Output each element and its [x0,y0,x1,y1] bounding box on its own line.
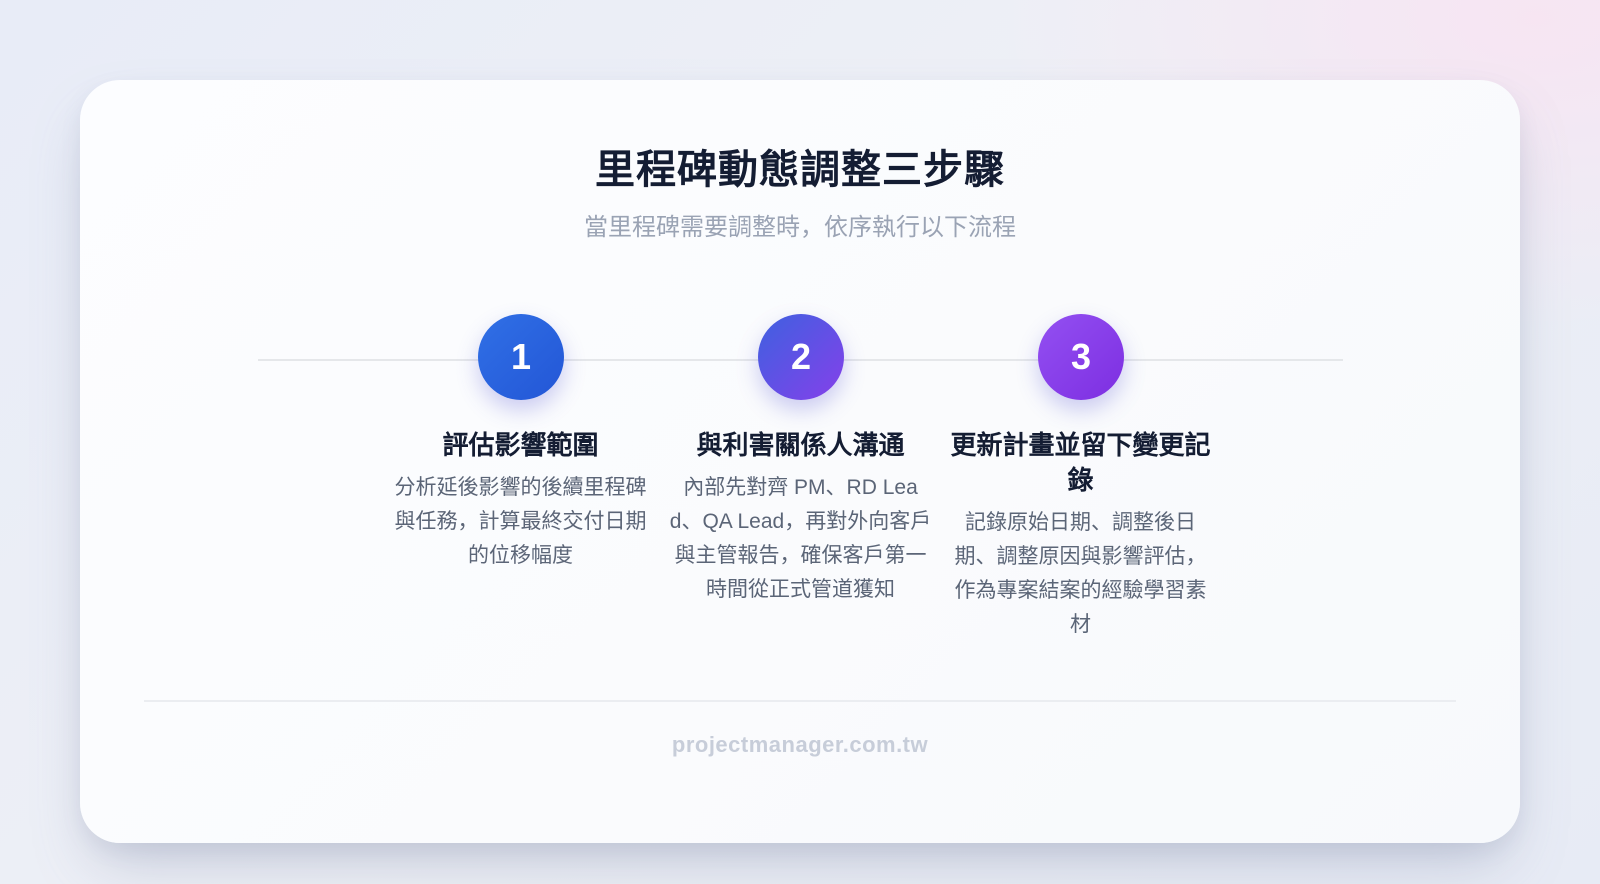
infographic-card: 里程碑動態調整三步驟 當里程碑需要調整時，依序執行以下流程 1 2 3 評估影響… [80,80,1520,843]
step-3-title: 更新計畫並留下變更記錄 [950,430,1211,495]
step-3-column: 更新計畫並留下變更記錄 記錄原始日期、調整後日期、調整原因與影響評估，作為專案結… [948,428,1213,642]
footer-divider [144,700,1456,702]
page-subtitle: 當里程碑需要調整時，依序執行以下流程 [584,214,1016,241]
step-2-number-badge: 2 [758,314,844,400]
footer-site-url: projectmanager.com.tw [671,732,929,757]
step-2-description: 內部先對齊 PM、RD Lead、QA Lead，再對外向客戶與主管報告，確保客… [669,476,932,601]
step-3-number-badge: 3 [1038,314,1124,400]
step-1-description: 分析延後影響的後續里程碑與任務，計算最終交付日期的位移幅度 [394,476,647,567]
page-title: 里程碑動態調整三步驟 [595,148,1005,192]
step-1-title: 評估影響範圍 [442,430,599,460]
step-1-column: 評估影響範圍 分析延後影響的後續里程碑與任務，計算最終交付日期的位移幅度 [388,428,653,573]
step-2-column: 與利害關係人溝通 內部先對齊 PM、RD Lead、QA Lead，再對外向客戶… [668,428,933,607]
step-2-title: 與利害關係人溝通 [696,430,905,460]
step-3-description: 記錄原始日期、調整後日期、調整原因與影響評估，作為專案結案的經驗學習素材 [954,511,1207,636]
step-1-number-badge: 1 [478,314,564,400]
